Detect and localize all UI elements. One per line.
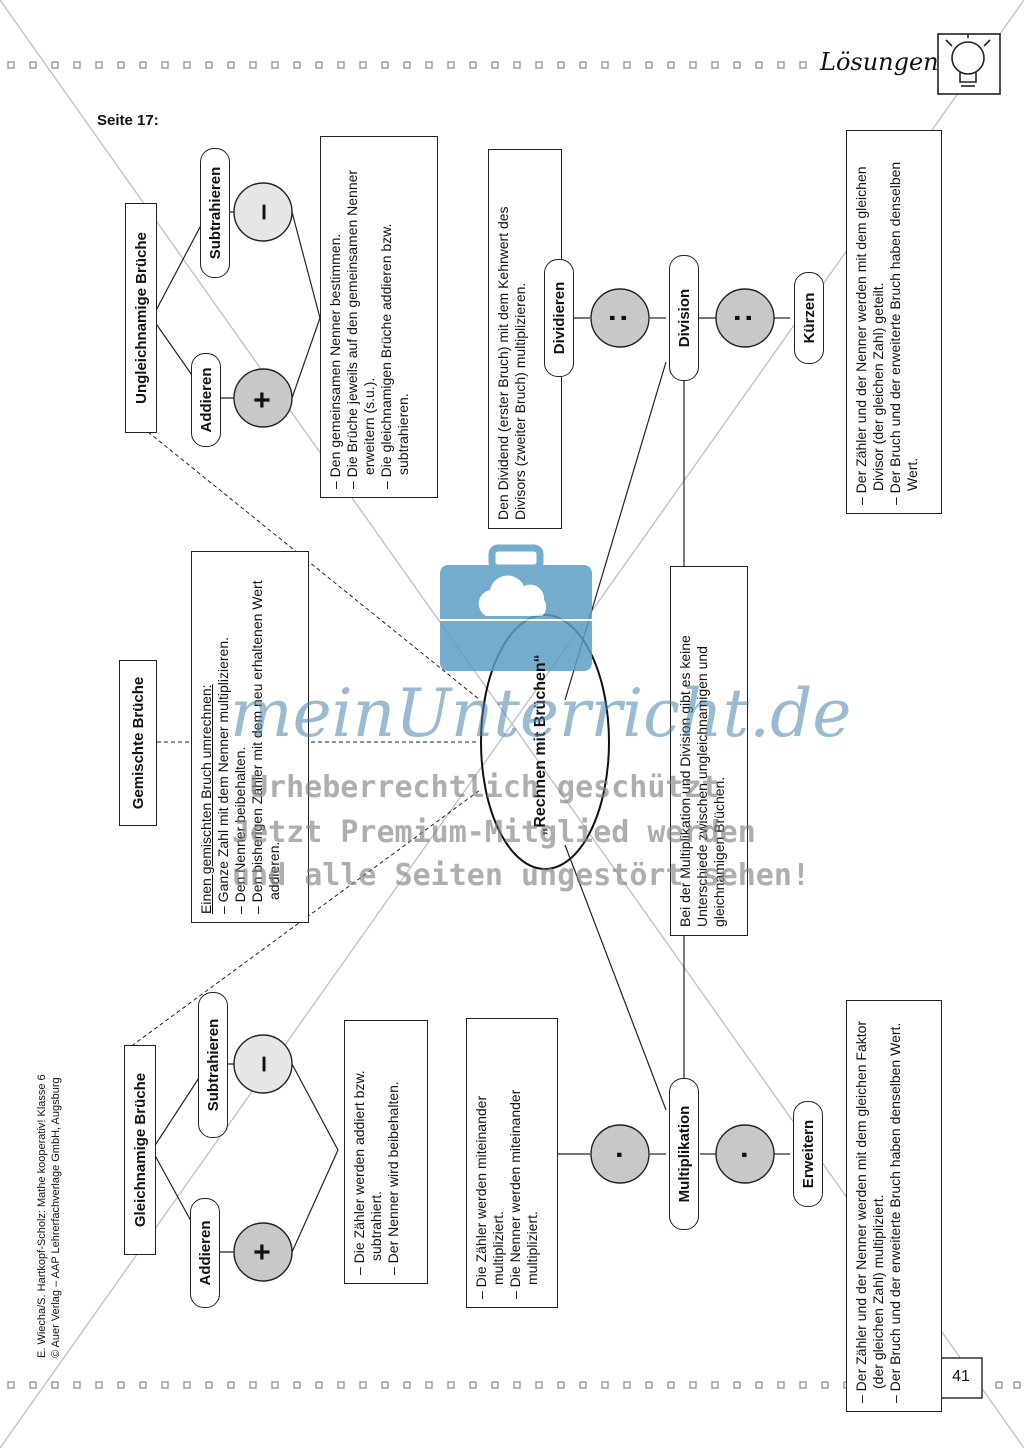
ungleichnamige-title-box: Ungleichnamige Brüche — [125, 203, 157, 433]
ungleichnamige-step-1: Den gemeinsamen Nenner bestimmen. — [327, 145, 344, 489]
credits: E. Wiecha/S. Hartkopf-Scholz: Mathe koop… — [35, 978, 75, 1358]
times-circle-1 — [590, 1124, 650, 1184]
minus-circle-top — [233, 182, 293, 242]
center-label: „Rechnen mit Brüchen“ — [532, 654, 549, 836]
erweitern-pill: Erweitern — [793, 1101, 823, 1207]
credits-line2: © Auer Verlag – AAP Lehrerfachverlage Gm… — [50, 1077, 62, 1358]
kuerzen-step-2: Der Bruch und der erweiterte Bruch haben… — [887, 139, 921, 505]
addieren-pill-top: Addieren — [191, 353, 221, 447]
subtrahieren-pill-bottom: Subtrahieren — [198, 992, 228, 1138]
gleichnamige-steps: Die Zähler werden addiert bzw. subtrahie… — [344, 1020, 428, 1284]
page-label: Seite 17: — [97, 112, 159, 129]
gemischte-step-2: Den Nenner beibehalten. — [232, 560, 249, 914]
gemischte-lead: Einen gemischten Bruch umrechnen: — [198, 684, 214, 914]
minus-symbol-bottom: – — [246, 1055, 279, 1073]
ungleichnamige-steps: Den gemeinsamen Nenner bestimmen. Die Br… — [320, 136, 438, 498]
gemischte-step-1: Ganze Zahl mit dem Nenner multiplizieren… — [215, 560, 232, 914]
divide-circle-2 — [715, 288, 775, 348]
divide-circle-1 — [590, 288, 650, 348]
gleichnamige-step-2: Der Nenner wird beibehalten. — [385, 1029, 402, 1275]
ungleichnamige-step-3: Die gleichnamigen Brüche addieren bzw. s… — [378, 145, 412, 489]
credits-line1: E. Wiecha/S. Hartkopf-Scholz: Mathe koop… — [36, 1074, 48, 1358]
subtrahieren-pill-top: Subtrahieren — [200, 148, 230, 278]
times-symbol-1: · — [603, 1149, 636, 1159]
erweitern-step-1: Der Zähler und der Nenner werden mit dem… — [853, 1009, 887, 1403]
page-number-box — [939, 1357, 983, 1399]
note-text: Bei der Multiplikation und Division gibt… — [677, 635, 727, 927]
erweitern-step-2: Der Bruch und der erweiterte Bruch haben… — [887, 1009, 904, 1403]
divide-symbol-2: ∶ — [728, 314, 761, 322]
multiplikation-pill: Multiplikation — [669, 1078, 699, 1230]
division-pill: Division — [669, 255, 699, 381]
gemischte-title-box: Gemischte Brüche — [119, 660, 157, 826]
plus-circle-top — [233, 368, 293, 428]
gemischte-steps: Einen gemischten Bruch umrechnen: Ganze … — [191, 551, 309, 923]
gleichnamige-title-box: Gleichnamige Brüche — [124, 1045, 156, 1255]
kuerzen-step-1: Der Zähler und der Nenner werden mit dem… — [853, 139, 887, 505]
divide-symbol-1: ∶ — [603, 314, 636, 322]
cloud-bag-icon — [440, 544, 592, 671]
ungleichnamige-step-2: Die Brüche jeweils auf den gemeinsamen N… — [344, 145, 378, 489]
times-circle-2 — [715, 1124, 775, 1184]
dividieren-pill: Dividieren — [544, 259, 574, 377]
solutions-title: Lösungen — [820, 48, 939, 76]
page-number: 41 — [952, 1368, 970, 1385]
gleichnamige-step-1: Die Zähler werden addiert bzw. subtrahie… — [351, 1029, 385, 1275]
plus-symbol-top: + — [246, 391, 279, 409]
top-dot-border — [7, 61, 807, 69]
plus-symbol-bottom: + — [246, 1243, 279, 1261]
plus-circle-bottom — [233, 1222, 293, 1282]
erweitern-steps: Der Zähler und der Nenner werden mit dem… — [846, 1000, 942, 1412]
dividieren-text: Den Dividend (erster Bruch) mit dem Kehr… — [495, 206, 528, 520]
minus-symbol-top: – — [246, 203, 279, 221]
addieren-pill-bottom: Addieren — [190, 1198, 220, 1308]
multiplikation-step-2: Die Nenner werden miteinander multiplizi… — [507, 1027, 541, 1299]
note-box: Bei der Multiplikation und Division gibt… — [670, 566, 748, 936]
kuerzen-steps: Der Zähler und der Nenner werden mit dem… — [846, 130, 942, 514]
lightbulb-icon — [937, 33, 1001, 95]
multiplikation-step-1: Die Zähler werden miteinander multiplizi… — [473, 1027, 507, 1299]
multiplikation-steps: Die Zähler werden miteinander multiplizi… — [466, 1018, 558, 1308]
gemischte-step-3: Den bisherigen Zähler mit dem neu erhalt… — [249, 560, 283, 914]
minus-circle-bottom — [233, 1034, 293, 1094]
times-symbol-2: · — [728, 1149, 761, 1159]
kuerzen-pill: Kürzen — [794, 272, 824, 364]
connector-lines — [151, 211, 790, 1253]
